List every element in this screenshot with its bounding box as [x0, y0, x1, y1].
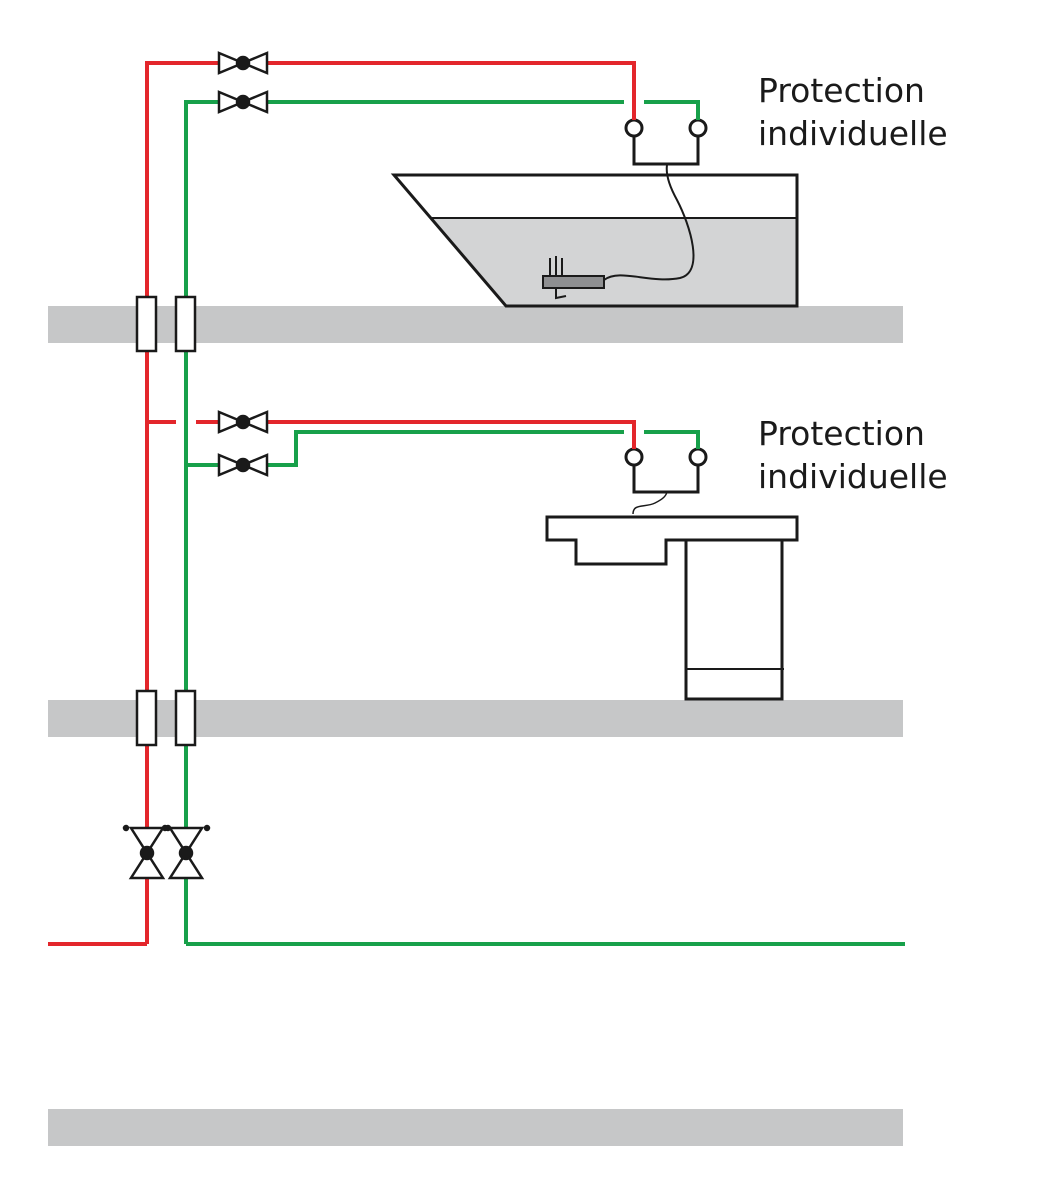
shower-tray-outline	[545, 515, 799, 566]
valve-hot-upper	[217, 51, 269, 75]
hot-riser	[145, 61, 636, 944]
shower-tray	[545, 491, 799, 701]
terminal-circle	[688, 118, 708, 138]
protection-label-lower-line2: individuelle	[758, 457, 948, 496]
protection-label-upper-line2: individuelle	[758, 114, 948, 153]
floor-slab-lower	[48, 1109, 903, 1146]
bath-water	[432, 218, 797, 306]
cold-riser	[184, 100, 700, 944]
shower-column	[684, 540, 784, 701]
sleeve-cold-middle	[174, 689, 197, 747]
valves-vertical	[122, 824, 211, 880]
terminal-circle	[624, 447, 644, 467]
bath-heating-element	[542, 256, 605, 300]
valve-cold-upper	[217, 90, 269, 114]
sleeve-hot-upper	[135, 295, 158, 353]
protection-label-lower: Protection individuelle	[758, 412, 948, 498]
valve-cold-main	[161, 824, 211, 880]
valves-horizontal	[217, 51, 269, 477]
shower-earth-wire	[632, 491, 668, 515]
hot-water-pipes	[48, 61, 636, 946]
terminal-circle	[624, 118, 644, 138]
sleeve-hot-middle	[135, 689, 158, 747]
protection-device-upper	[624, 118, 708, 166]
protection-label-upper-line1: Protection	[758, 71, 925, 110]
bathtub	[390, 164, 799, 308]
valve-cold-lower	[217, 453, 269, 477]
wall-sleeves	[135, 295, 197, 747]
valve-hot-main	[122, 824, 172, 880]
sleeve-cold-upper	[174, 295, 197, 353]
protection-label-lower-line1: Protection	[758, 414, 925, 453]
terminal-circle	[688, 447, 708, 467]
protection-label-upper: Protection individuelle	[758, 69, 948, 155]
pipe-crossing-redraw	[184, 92, 636, 442]
bathtub-outline	[390, 173, 799, 308]
valve-hot-lower	[217, 410, 269, 434]
bath-earth-wire	[603, 164, 695, 281]
protection-device-lower	[624, 447, 708, 494]
